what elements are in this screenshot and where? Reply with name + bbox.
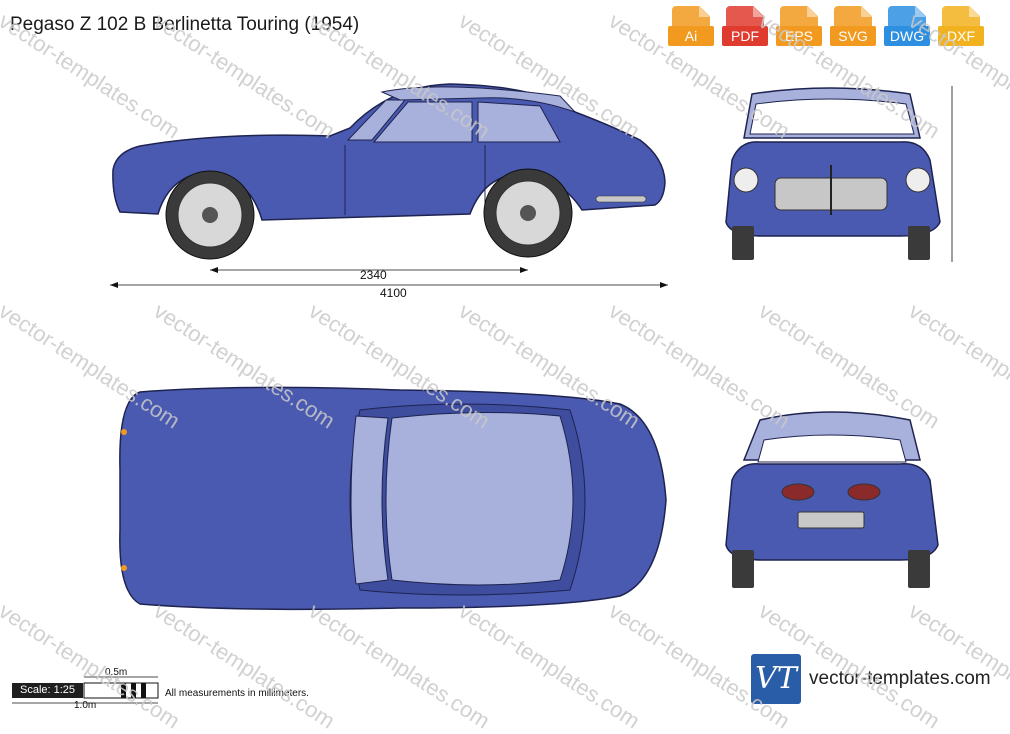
front-view	[725, 86, 953, 262]
format-label: DWG	[884, 26, 930, 46]
format-label: Ai	[668, 26, 714, 46]
side-roof	[380, 86, 576, 113]
scale-label: Scale: 1:25	[12, 683, 84, 698]
brand-name[interactable]: vector-templates.com	[809, 668, 991, 689]
brand-block[interactable]: VT vector-templates.com	[751, 654, 991, 704]
page-title: Pegaso Z 102 B Berlinetta Touring (1954)	[10, 14, 360, 35]
format-label: EPS	[776, 26, 822, 46]
scale-half-label: 0.5m	[105, 667, 128, 678]
scale-bar	[12, 676, 159, 704]
side-rear-wheel	[483, 168, 573, 258]
format-label: SVG	[830, 26, 876, 46]
wheelbase-dimension: 2340	[360, 268, 387, 282]
dwg-file-icon[interactable]: DWG	[884, 6, 930, 52]
top-roof-glass	[385, 411, 574, 586]
blueprint-drawing	[12, 83, 953, 704]
scale-full-label: 1.0m	[74, 700, 97, 711]
pdf-file-icon[interactable]: PDF	[722, 6, 768, 52]
top-windshield	[350, 415, 389, 585]
side-front-wheel	[165, 170, 255, 260]
side-rear-window	[477, 101, 561, 143]
format-label: DXF	[938, 26, 984, 46]
rear-view	[725, 411, 939, 588]
format-icons: Ai PDF EPS SVG DWG DXF	[668, 6, 984, 52]
dxf-file-icon[interactable]: DXF	[938, 6, 984, 52]
ai-file-icon[interactable]: Ai	[668, 6, 714, 52]
top-view	[119, 386, 667, 611]
side-windshield	[346, 99, 407, 141]
length-dimension: 4100	[380, 286, 407, 300]
format-label: PDF	[722, 26, 768, 46]
svg-file-icon[interactable]: SVG	[830, 6, 876, 52]
side-view	[110, 83, 668, 288]
measurement-note: All measurements in millimeters.	[165, 688, 309, 699]
eps-file-icon[interactable]: EPS	[776, 6, 822, 52]
brand-logo-icon: VT	[751, 654, 801, 704]
side-window	[372, 101, 473, 143]
